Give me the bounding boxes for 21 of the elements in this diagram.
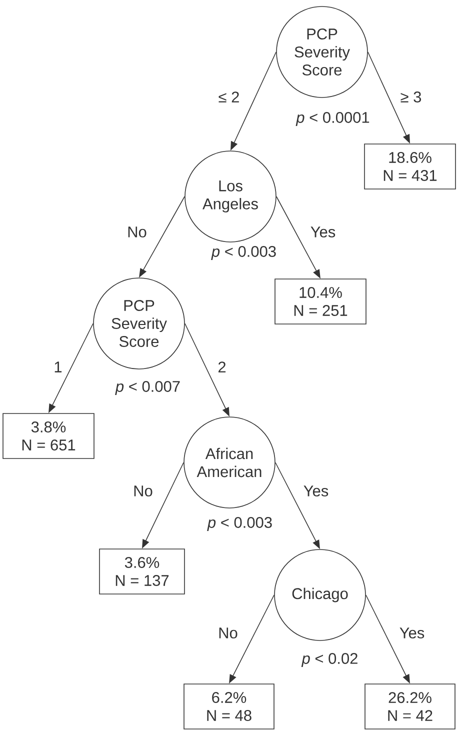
p-value-label: p < 0.003	[207, 516, 272, 532]
outcome-box: 18.6% N = 431	[364, 144, 456, 190]
outcome-box: 10.4% N = 251	[274, 278, 366, 324]
p-value-label: p < 0.007	[115, 380, 180, 396]
edge-label: Yes	[304, 486, 328, 496]
p-value-label: p < 0.0001	[296, 112, 370, 126]
edge-label: ≥ 3	[400, 92, 422, 102]
edge-label: No	[128, 226, 146, 238]
outcome-box: 26.2% N = 42	[364, 684, 456, 730]
edge-label: Yes	[400, 628, 424, 638]
edge-label: 1	[54, 362, 62, 372]
edge-label: ≤ 2	[218, 92, 239, 102]
outcome-box: 3.6% N = 137	[99, 548, 185, 594]
p-value-label: p < 0.02	[301, 652, 358, 668]
p-value-label: p < 0.003	[211, 246, 276, 260]
outcome-box: 3.8% N = 651	[2, 413, 94, 459]
edge-label: 2	[218, 362, 226, 372]
edge-label: Yes	[310, 226, 336, 238]
edge-label: No	[134, 486, 152, 496]
outcome-box: 6.2% N = 48	[184, 684, 274, 730]
edge-label: No	[219, 628, 238, 638]
